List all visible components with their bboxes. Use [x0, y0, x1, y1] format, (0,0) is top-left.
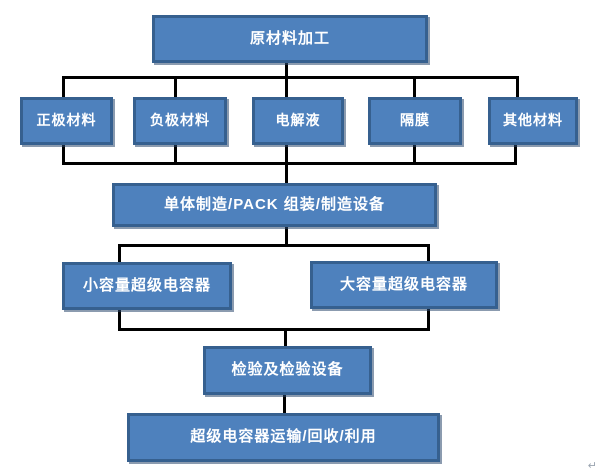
connector-segment: [118, 244, 121, 263]
connector-segment: [427, 244, 430, 262]
connector-segment: [285, 63, 288, 98]
node-large-capacity-supercapacitor: 大容量超级电容器: [310, 261, 498, 309]
connector-segment: [62, 76, 65, 98]
connector-segment: [427, 308, 430, 331]
connector-segment: [413, 76, 416, 98]
node-anode-material: 负极材料: [133, 97, 227, 145]
connector-segment: [284, 328, 287, 347]
connector-segment: [118, 328, 430, 331]
connector-segment: [174, 145, 177, 165]
connector-segment: [62, 145, 65, 165]
connector-segment: [62, 76, 519, 79]
node-electrolyte: 电解液: [252, 97, 344, 145]
connector-segment: [62, 162, 517, 165]
paragraph-mark: ↵: [587, 460, 597, 472]
node-inspection-equipment: 检验及检验设备: [203, 346, 372, 395]
connector-segment: [283, 394, 286, 414]
node-separator: 隔膜: [368, 97, 462, 145]
node-other-materials: 其他材料: [488, 97, 578, 145]
node-cell-manufacturing-pack-assembly: 单体制造/PACK 组装/制造设备: [112, 183, 437, 227]
connector-segment: [514, 145, 517, 165]
node-transport-recycle-use: 超级电容器运输/回收/利用: [127, 413, 440, 462]
connector-segment: [118, 309, 121, 331]
node-cathode-material: 正极材料: [20, 97, 113, 145]
connector-segment: [285, 226, 288, 247]
connector-segment: [118, 244, 430, 247]
node-raw-material-processing: 原材料加工: [152, 15, 428, 63]
connector-segment: [413, 145, 416, 165]
node-small-capacity-supercapacitor: 小容量超级电容器: [62, 262, 232, 310]
connector-segment: [516, 76, 519, 98]
connector-segment: [174, 76, 177, 98]
